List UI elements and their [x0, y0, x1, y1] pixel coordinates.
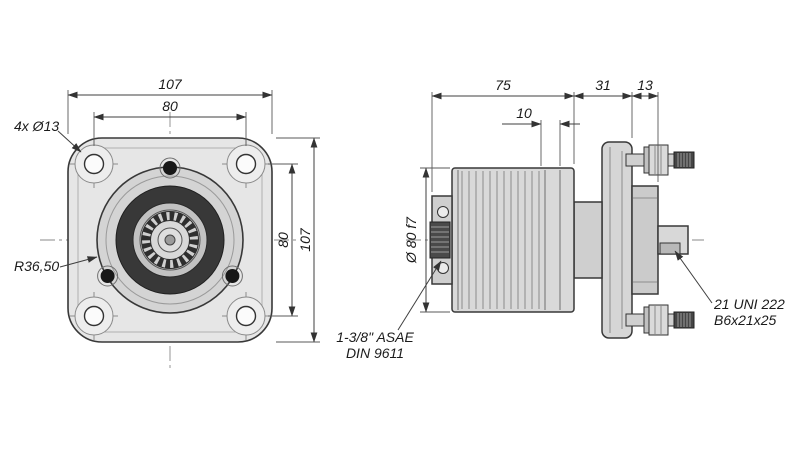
center-hub	[96, 166, 244, 314]
dim-10-label: 10	[516, 105, 532, 121]
dim-13-label: 13	[637, 77, 653, 93]
bolt-hole-top-right	[222, 140, 270, 188]
stud-bottom	[625, 304, 695, 336]
spline-shaft	[429, 221, 451, 259]
front-view	[40, 112, 302, 368]
spline-callout-line2: DIN 9611	[346, 345, 404, 361]
screw-lower-left	[100, 269, 115, 283]
spline-teeth	[141, 211, 199, 269]
flange-inner-contour	[77, 147, 263, 333]
shaft-key	[659, 242, 681, 255]
chamfer-circle	[105, 175, 235, 305]
screw-heads	[97, 157, 243, 287]
spline-tip-circle	[141, 211, 199, 269]
dim-80-right-label: 80	[275, 232, 291, 248]
leader-radius	[59, 256, 98, 268]
dim-107-top-label: 107	[158, 76, 183, 92]
rear-hub	[631, 185, 659, 295]
key-callout-line2: B6x21x25	[714, 312, 776, 328]
bearing-ball-top	[437, 206, 449, 218]
leader-holes	[57, 130, 82, 153]
dim-dia80-label: Ø 80 f7	[403, 216, 419, 264]
dim-75-label: 75	[495, 77, 511, 93]
bolt-hole-bottom-left	[70, 292, 118, 340]
dim-107-right-label: 107	[297, 227, 313, 252]
dim-80-top-label: 80	[162, 98, 178, 114]
stud-top-washer	[643, 146, 650, 174]
stud-top-nut	[648, 144, 669, 176]
drum-ribs	[461, 171, 540, 309]
leader-spline	[397, 260, 442, 331]
radius-callout: R36,50	[14, 258, 59, 274]
key-callout-line1: 21 UNI 222	[713, 296, 785, 312]
pulley-drum	[451, 167, 575, 313]
spline-callout-line1: 1-3/8" ASAE	[336, 329, 414, 345]
stud-bottom-nut	[648, 304, 669, 336]
side-view	[406, 141, 704, 339]
dim-31-label: 31	[595, 77, 611, 93]
bolt-hole-bottom-right	[222, 292, 270, 340]
stud-bottom-washer	[643, 306, 650, 334]
stud-top	[625, 144, 695, 176]
bolt-hole-top-left	[70, 140, 118, 188]
shaft-center	[164, 234, 176, 246]
holes-callout: 4x Ø13	[14, 118, 59, 134]
side-dimensions: 75 31 13 10 Ø 80 f7 1-3/8" ASAE DIN 9611…	[336, 77, 785, 361]
screw-lower-right	[225, 269, 240, 283]
neck-cylinder	[573, 201, 603, 279]
front-hub-bearing	[429, 195, 453, 285]
screw-top	[163, 161, 177, 175]
front-dimensions: 107 80 4x Ø13 R36,50 80 107	[14, 76, 320, 343]
leader-key	[674, 250, 713, 304]
mounting-plate	[601, 141, 633, 339]
